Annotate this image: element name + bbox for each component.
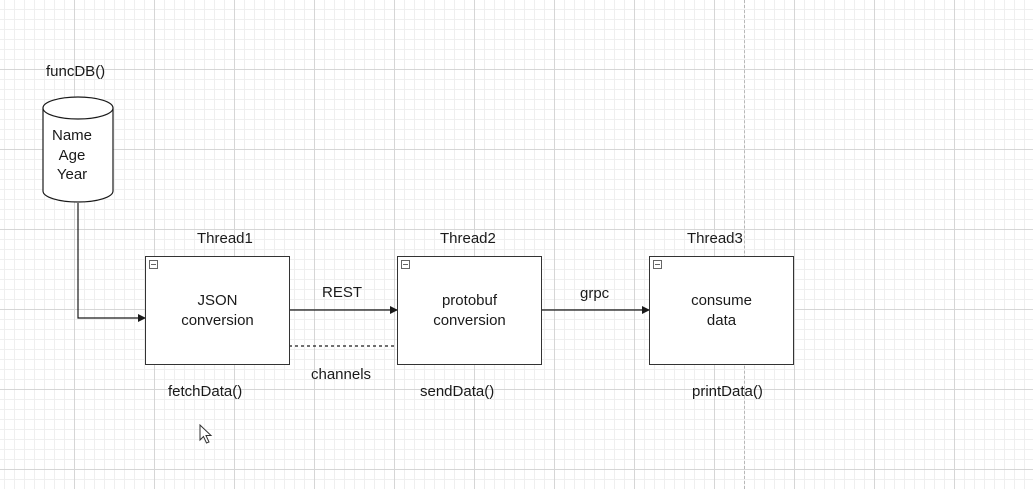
db-field: Year (56, 166, 88, 183)
thread1-body-line: conversion (181, 311, 254, 329)
db-function-label: funcDB() (46, 63, 106, 80)
thread2-function-label: sendData() (420, 383, 495, 400)
rest-label: REST (322, 284, 363, 301)
channels-label: channels (311, 366, 372, 383)
thread3-function-label: printData() (692, 383, 763, 400)
db-fields: Name Age Year (42, 126, 102, 185)
database-cylinder-icon[interactable] (42, 96, 114, 203)
thread3-body-line: consume (691, 291, 752, 309)
thread3-box[interactable]: consume data (649, 256, 794, 365)
db-to-thread1-connector[interactable] (77, 203, 146, 322)
thread2-body-line: conversion (433, 311, 506, 329)
thread1-body-line: JSON (197, 291, 238, 309)
thread3-title: Thread3 (687, 230, 743, 247)
thread2-body-line: protobuf (441, 291, 498, 309)
mouse-pointer-icon (199, 424, 213, 444)
db-field: Name (51, 127, 92, 144)
db-field: Age (58, 146, 86, 164)
thread1-function-label: fetchData() (168, 383, 243, 400)
thread1-title: Thread1 (197, 230, 253, 247)
thread3-body-line: data (706, 311, 737, 329)
collapse-icon[interactable] (653, 260, 662, 269)
collapse-icon[interactable] (401, 260, 410, 269)
thread1-box[interactable]: JSON conversion (145, 256, 290, 365)
page-boundary-guide (744, 0, 745, 489)
grpc-label: grpc (580, 285, 610, 302)
collapse-icon[interactable] (149, 260, 158, 269)
thread2-title: Thread2 (440, 230, 496, 247)
thread2-box[interactable]: protobuf conversion (397, 256, 542, 365)
